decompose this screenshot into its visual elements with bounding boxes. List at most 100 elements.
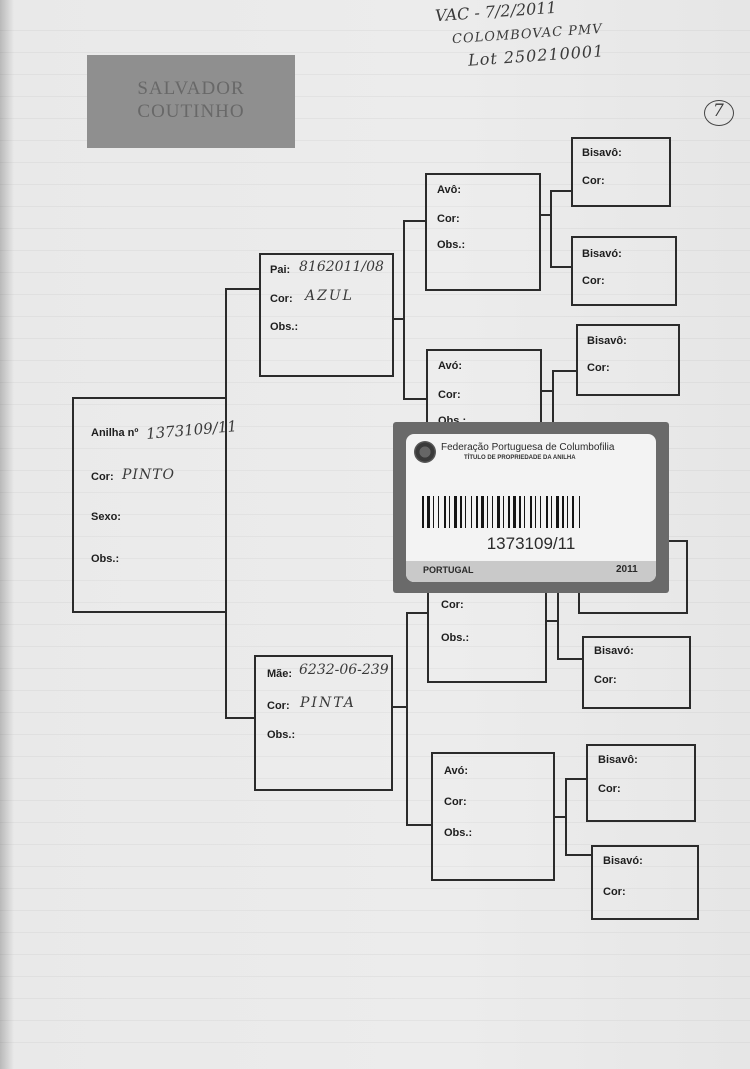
barcode-stripe (460, 496, 462, 528)
owner-name-box: SALVADOR COUTINHO (87, 55, 295, 148)
barcode-stripe (487, 496, 488, 528)
barcode-stripe (546, 496, 548, 528)
great-grandparent-label: Bisavô: (587, 335, 627, 347)
paper-rule (0, 30, 750, 31)
barcode-stripe (524, 496, 525, 528)
barcode-stripe (562, 496, 564, 528)
page-number: 7 (713, 101, 724, 121)
great-grandparent-box-3: Bisavô: Cor: (576, 324, 680, 396)
paper-rule (0, 932, 750, 933)
grandparent-label: Avó: (438, 360, 463, 372)
father-obs-label: Obs.: (270, 321, 299, 333)
federation-logo-icon (414, 441, 436, 463)
barcode-stripe (433, 496, 434, 528)
father-color-label: Cor: (270, 293, 293, 305)
barcode-stripe (556, 496, 559, 528)
sex-label: Sexo: (91, 511, 121, 523)
barcode-stripe (508, 496, 510, 528)
mother-ring-value: 6232-06-239 (299, 662, 389, 678)
connector-subject-mother (225, 717, 255, 719)
barcode-stripe (579, 496, 580, 528)
great-grandparent-color-label: Cor: (603, 886, 626, 898)
grandparent-color-label: Cor: (441, 599, 464, 611)
ring-label: Anilha nº (91, 427, 139, 439)
great-grandparent-box-1: Bisavô: Cor: (571, 137, 671, 207)
great-grandparent-label: Bisavô: (582, 147, 622, 159)
connector-gp3 (557, 593, 559, 660)
great-grandparent-box-4: Bisavó: Cor: (582, 636, 691, 709)
mother-box: Mãe: 6232-06-239 Cor: PINTA Obs.: (254, 655, 393, 791)
paper-rule (0, 52, 750, 53)
owner-first-name: SALVADOR (137, 78, 245, 99)
grandparent-obs-label: Obs.: (441, 632, 470, 644)
barcode-stripe (503, 496, 504, 528)
barcode-stripe (465, 496, 466, 528)
connector-father (403, 220, 405, 400)
ring-ownership-card: Federação Portuguesa de Columbofilia TÍT… (393, 422, 669, 593)
federation-name: Federação Portuguesa de Columbofilia (441, 442, 615, 453)
barcode-stripe (492, 496, 493, 528)
great-grandparent-box-2: Bisavó: Cor: (571, 236, 677, 306)
connector-gp4-a (565, 778, 587, 780)
father-color-value: AZUL (305, 288, 354, 304)
barcode-stripe (530, 496, 532, 528)
paper-rule (0, 954, 750, 955)
connector-gp2-a (552, 370, 578, 372)
mother-color-label: Cor: (267, 700, 290, 712)
mother-label: Mãe: (267, 668, 293, 680)
connector-father-gf (403, 220, 427, 222)
paper-rule (0, 998, 750, 999)
great-grandparent-label: Bisavó: (594, 645, 634, 657)
connector-mother-gf (406, 612, 428, 614)
grandparent-color-label: Cor: (444, 796, 467, 808)
connector-mother-gm (406, 824, 432, 826)
barcode-stripe (449, 496, 450, 528)
card-footer-band (406, 561, 656, 582)
grandparent-color-label: Cor: (438, 389, 461, 401)
connector-gp3-b (557, 658, 583, 660)
color-value: PINTO (122, 467, 176, 483)
header-note-lot: Lot 250210001 (467, 41, 605, 70)
connector-gp1-a (550, 190, 572, 192)
card-year: 2011 (616, 564, 638, 575)
grandparent-box-2: Avó: Cor: Obs.: (426, 349, 542, 429)
barcode-stripe (444, 496, 446, 528)
grandparent-box-4: Avó: Cor: Obs.: (431, 752, 555, 881)
header-note-date: VAC - 7/2/2011 (434, 0, 558, 26)
page-number-circle (704, 100, 734, 126)
grandparent-obs-label: Obs.: (437, 239, 466, 251)
barcode-stripe (471, 496, 472, 528)
grandparent-color-label: Cor: (437, 213, 460, 225)
barcode-stripe (454, 496, 457, 528)
father-label: Pai: (270, 264, 291, 276)
great-grandparent-color-label: Cor: (582, 275, 605, 287)
barcode-stripe (476, 496, 478, 528)
color-label: Cor: (91, 471, 114, 483)
grandparent-obs-label: Obs.: (444, 827, 473, 839)
paper-rule (0, 1042, 750, 1043)
connector-gp2-stub (540, 390, 554, 392)
ring-number: 1373109/11 (486, 534, 576, 553)
barcode-stripe (540, 496, 541, 528)
grandparent-label: Avô: (437, 184, 462, 196)
barcode-stripe (427, 496, 430, 528)
grandparent-box-3: Cor: Obs.: (427, 582, 547, 683)
barcode-stripe (572, 496, 574, 528)
card-subtitle: TÍTULO DE PROPRIEDADE DA ANILHA (464, 455, 576, 461)
connector-gp2 (552, 370, 554, 430)
barcode-stripe (422, 496, 424, 528)
great-grandparent-label: Bisavô: (598, 754, 638, 766)
connector-gp1-stub (539, 214, 552, 216)
paper-rule (0, 976, 750, 977)
mother-color-value: PINTA (300, 695, 356, 711)
paper-rule (0, 1020, 750, 1021)
father-ring-value: 8162011/08 (299, 259, 384, 275)
paper-rule (0, 624, 750, 625)
barcode-stripe (497, 496, 500, 528)
paper-rule (0, 822, 750, 823)
great-grandparent-box-5: Bisavô: Cor: (586, 744, 696, 822)
father-box: Pai: 8162011/08 Cor: AZUL Obs.: (259, 253, 394, 377)
great-grandparent-color-label: Cor: (594, 674, 617, 686)
barcode (422, 434, 632, 534)
